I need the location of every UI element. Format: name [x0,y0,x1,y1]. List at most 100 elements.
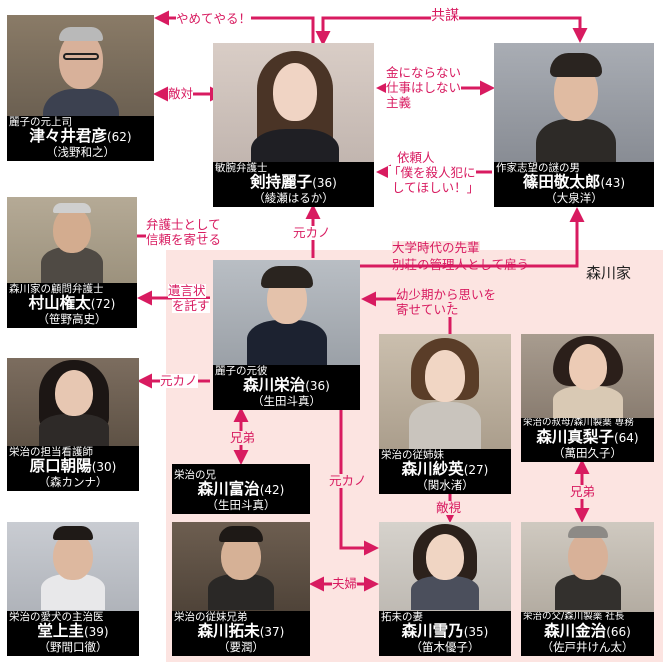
role-asahi: 栄治の担当看護師 [9,445,93,458]
name-asahi: 原口朝陽 [29,456,92,475]
person-card-asahi[interactable]: 栄治の担当看護師 原口朝陽(30) （森カンナ） [7,358,139,491]
actor-yukino: （笛木優子） [410,639,480,654]
caption-fuji: 栄治の兄 森川富治(42) （生田斗真） [172,468,310,514]
rel-label-fufu: 夫婦 [332,576,358,591]
rel-label-kane-2: 仕事はしない [386,80,462,95]
person-card-sae[interactable]: 栄治の従姉妹 森川紗英(27) （関水渚） [379,334,511,494]
age-yukino: (35) [463,624,489,639]
rel-label-shinrai-1: 弁護士として [146,217,221,232]
rel-label-kane-1: 金にならない [386,65,462,80]
rel-label-osanai-2: 寄せていた [396,302,459,317]
caption-yukino: 拓未の妻 森川雪乃(35) （笛木優子） [379,610,511,656]
rel-label-yuigon-2: を託す [172,298,210,313]
rel-label-yamete: やめてやる！ [176,11,252,26]
actor-kinji: （佐戸井けん太） [541,639,634,654]
rel-label-motokano-yukino: 元カノ [329,473,367,488]
actor-domoto: （野間口徹） [38,639,108,654]
arrow-senpai [360,207,585,268]
person-card-fuji[interactable]: 栄治の兄 森川富治(42) （生田斗真） [172,464,310,514]
age-asahi: (30) [91,459,117,474]
rel-label-shinrai-2: 信頼を寄せる [146,232,222,247]
caption-mariko: 栄治の叔母/森川製薬 専務 森川真梨子(64) （萬田久子） [521,418,654,462]
arrow-motokano-yukino [339,410,379,556]
name-yukino: 森川雪乃 [401,621,464,640]
role-sae: 栄治の従姉妹 [381,448,444,461]
actor-mariko: （萬田久子） [553,445,622,460]
age-takumi: (37) [259,624,285,639]
rel-label-motokano-reiko: 元カノ [293,225,331,240]
role-eiji: 麗子の元彼 [215,364,268,377]
role-fuji: 栄治の兄 [174,468,216,481]
age-murayama: (72) [90,296,116,311]
role-domoto: 栄治の愛犬の主治医 [9,610,104,623]
role-shinoda: 作家志望の謎の男 [496,161,580,174]
caption-domoto: 栄治の愛犬の主治医 堂上圭(39) （野間口徹） [7,610,139,656]
person-card-murayama[interactable]: 森川家の顧問弁護士 村山権太(72) （笹野高史） [7,197,137,328]
person-card-shinoda[interactable]: 作家志望の謎の男 篠田敬太郎(43) （大泉洋） [494,43,654,207]
name-sae: 森川紗英 [401,459,464,478]
rel-label-senpai-2: 別荘の管理人として雇う [392,257,530,272]
rel-label-yuigon-1: 遺言状 [168,283,206,298]
age-mariko: (64) [613,430,639,445]
name-domoto: 堂上圭 [37,621,84,640]
actor-reiko: （綾瀬はるか） [253,190,334,205]
caption-asahi: 栄治の担当看護師 原口朝陽(30) （森カンナ） [7,445,139,491]
name-eiji: 森川栄治 [243,375,306,394]
rel-label-tekitai: 敵対 [168,86,194,101]
role-takumi: 栄治の従妹兄弟 [174,610,248,623]
actor-shinoda: （大泉洋） [545,190,603,205]
caption-tsukui: 麗子の元上司 津々井君彦(62) （浅野和之） [7,115,154,161]
age-domoto: (39) [83,624,109,639]
person-card-eiji[interactable]: 麗子の元彼 森川栄治(36) （生田斗真） [213,260,360,410]
actor-murayama: （笹野高史） [37,311,107,326]
rel-label-kyobo: 共謀 [431,8,459,25]
caption-eiji: 麗子の元彼 森川栄治(36) （生田斗真） [213,364,360,410]
actor-takumi: （要潤） [218,639,264,654]
age-tsukui: (62) [106,129,132,144]
rel-label-kane-3: 主義 [386,95,412,110]
age-kinji: (66) [606,624,631,639]
person-card-mariko[interactable]: 栄治の叔母/森川製薬 専務 森川真梨子(64) （萬田久子） [521,334,654,462]
actor-eiji: （生田斗真） [252,393,321,408]
person-card-takumi[interactable]: 栄治の従妹兄弟 森川拓未(37) （要潤） [172,522,310,656]
rel-label-irai-1: 依頼人 [397,150,435,165]
role-kinji: 栄治の父/森川製薬 社長 [523,612,625,623]
person-card-domoto[interactable]: 栄治の愛犬の主治医 堂上圭(39) （野間口徹） [7,522,139,656]
name-reiko: 剣持麗子 [250,172,313,191]
rel-label-irai-3: してほしい！」 [392,180,480,195]
role-mariko: 栄治の叔母/森川製薬 専務 [523,418,634,429]
rel-label-senpai-1: 大学時代の先輩 [392,240,480,255]
role-murayama: 森川家の顧問弁護士 [9,282,104,295]
age-sae: (27) [463,462,489,477]
person-card-kinji[interactable]: 栄治の父/森川製薬 社長 森川金治(66) （佐戸井けん太） [521,522,654,656]
actor-sae: （関水渚） [416,477,474,492]
caption-takumi: 栄治の従妹兄弟 森川拓未(37) （要潤） [172,610,310,656]
age-reiko: (36) [312,175,337,190]
name-shinoda: 篠田敬太郎 [522,172,601,191]
name-takumi: 森川拓未 [197,621,260,640]
actor-fuji: （生田斗真） [206,497,276,512]
person-card-yukino[interactable]: 拓未の妻 森川雪乃(35) （笛木優子） [379,522,511,656]
role-tsukui: 麗子の元上司 [9,115,72,128]
name-fuji: 森川富治 [197,479,260,498]
rel-label-kyodai-fuji: 兄弟 [230,430,256,445]
name-tsukui: 津々井君彦 [29,126,107,145]
caption-sae: 栄治の従姉妹 森川紗英(27) （関水渚） [379,448,511,494]
caption-kinji: 栄治の父/森川製薬 社長 森川金治(66) （佐戸井けん太） [521,612,654,656]
caption-murayama: 森川家の顧問弁護士 村山権太(72) （笹野高史） [7,282,137,328]
rel-label-osanai-1: 幼少期から思いを [396,287,497,302]
person-card-tsukui[interactable]: 麗子の元上司 津々井君彦(62) （浅野和之） [7,15,154,161]
actor-asahi: （森カンナ） [38,474,108,489]
role-yukino: 拓未の妻 [381,610,423,623]
age-shinoda: (43) [600,175,626,190]
person-card-reiko[interactable]: 敏腕弁護士 剣持麗子(36) （綾瀬はるか） [213,43,374,207]
actor-tsukui: （浅野和之） [46,144,115,159]
name-mariko: 森川真梨子 [536,427,614,446]
name-murayama: 村山権太 [28,293,91,312]
caption-reiko: 敏腕弁護士 剣持麗子(36) （綾瀬はるか） [213,161,374,207]
rel-label-kyodai-kinji: 兄弟 [570,484,596,499]
role-reiko: 敏腕弁護士 [215,161,268,174]
age-eiji: (36) [305,378,330,393]
family-label: 森川家 [586,264,632,282]
name-kinji: 森川金治 [544,621,607,640]
